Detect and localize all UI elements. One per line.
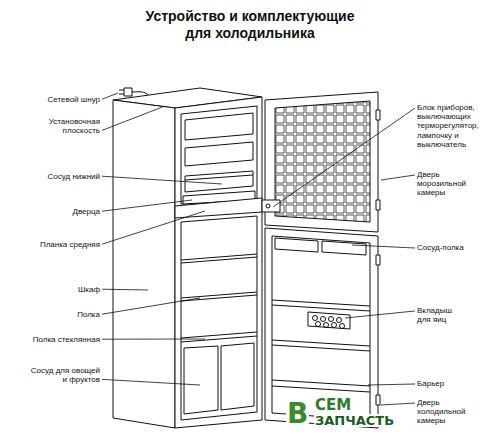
callout-label: Шкаф <box>10 285 100 294</box>
leader-line <box>352 245 415 248</box>
shelf <box>181 254 257 263</box>
door-vessel <box>322 241 366 255</box>
egg-tray <box>308 312 350 329</box>
egg-slot <box>340 324 345 329</box>
watermark: ЗАПЧАСТЬ <box>314 414 395 427</box>
callout-label: Установочная плоскость <box>38 117 100 135</box>
callout-label: Вкладыш для яиц <box>417 306 465 324</box>
leader-line <box>102 289 148 291</box>
cabinet-side <box>113 100 175 428</box>
freezer-door-panel <box>275 101 370 222</box>
door-vessel <box>275 238 318 252</box>
callout-label: Полка стеклянная <box>10 335 100 344</box>
leader-line <box>381 175 415 180</box>
callout-label: Блок приборов, выключающих терморегулято… <box>417 103 498 149</box>
egg-slot <box>321 317 326 322</box>
callout-label: Барьер <box>417 379 495 388</box>
control-knob <box>266 204 270 208</box>
freezer-tray <box>185 113 253 140</box>
fridge-compartment <box>181 216 257 420</box>
watermark: СЕМ <box>314 398 352 413</box>
callout-label: Дверь холодильной камеры <box>417 398 477 426</box>
middle-plank <box>175 198 262 218</box>
door-rack <box>272 300 370 311</box>
leader-line <box>102 176 222 184</box>
plug <box>119 88 132 96</box>
callout-label: Полка <box>10 310 100 319</box>
title: Устройство и комплектующие для холодильн… <box>132 8 368 42</box>
freezer-tray <box>185 142 253 166</box>
egg-slot <box>329 317 334 322</box>
leader-line <box>102 93 118 99</box>
egg-slot <box>316 322 321 327</box>
barrier <box>272 380 370 392</box>
leader-line <box>102 211 205 244</box>
lower-vessel <box>185 171 253 192</box>
callout-label: Сетевой шнур <box>10 95 100 104</box>
freezer-compartment <box>181 106 257 204</box>
vegetable-drawer <box>221 343 254 410</box>
egg-slot <box>332 323 337 328</box>
callout-label: Дверца <box>10 207 100 216</box>
callout-label: Дверь морозильной камеры <box>417 170 477 198</box>
fridge-door-panel <box>272 236 370 420</box>
callout-label: Сосуд для овощей и фруктов <box>25 366 100 384</box>
egg-slot <box>313 316 318 321</box>
leader-line <box>102 106 165 130</box>
leader-line <box>381 403 415 405</box>
hinge <box>376 200 380 210</box>
cabinet-front <box>175 97 262 428</box>
watermark: В <box>286 400 309 428</box>
glass-shelf <box>181 332 257 342</box>
leader-line <box>345 311 415 318</box>
hinge <box>376 110 380 120</box>
fridge-door <box>265 228 378 428</box>
callout-label: Планка средняя <box>10 240 100 249</box>
vegetable-drawer <box>184 346 218 414</box>
hinge <box>376 255 380 265</box>
leader-line <box>102 379 200 385</box>
leader-line <box>102 200 192 211</box>
control-block <box>262 200 280 212</box>
hinge <box>376 395 380 405</box>
leader-line <box>102 298 200 314</box>
leader-line <box>102 339 205 340</box>
egg-slot <box>324 323 329 328</box>
egg-slot <box>337 318 342 323</box>
leader-line <box>273 108 415 207</box>
freezer-door <box>265 92 378 232</box>
door-rack <box>272 340 370 351</box>
callout-label: Сосуд-полка <box>417 243 495 252</box>
callout-label: Сосуд нижний <box>10 172 100 181</box>
leader-line <box>368 384 415 385</box>
